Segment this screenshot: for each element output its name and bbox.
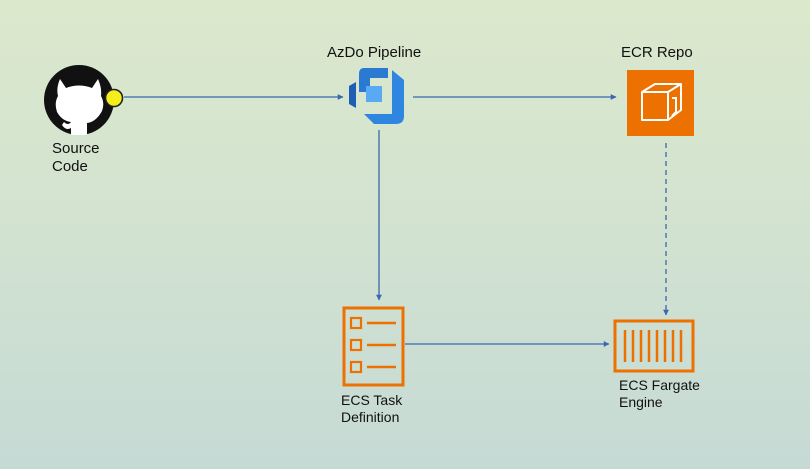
ecs-fargate-container-icon[interactable] bbox=[613, 319, 695, 373]
fargate-label-line1: ECS Fargate bbox=[619, 377, 700, 393]
task-definition-label: ECS Task Definition bbox=[341, 392, 402, 426]
source-label-line2: Code bbox=[52, 158, 88, 175]
aws-ecr-repository-icon[interactable] bbox=[627, 70, 694, 136]
fargate-label-line2: Engine bbox=[619, 393, 663, 410]
task-definition-label-line2: Definition bbox=[341, 408, 400, 425]
ecr-label: ECR Repo bbox=[621, 44, 693, 61]
github-icon[interactable] bbox=[44, 65, 124, 135]
azure-devops-pipelines-icon[interactable] bbox=[349, 68, 404, 124]
pipeline-label: AzDo Pipeline bbox=[327, 44, 422, 61]
source-label-line1: Source bbox=[52, 140, 100, 157]
fargate-label: ECS Fargate Engine bbox=[619, 377, 700, 411]
ecs-task-definition-icon[interactable] bbox=[342, 306, 405, 387]
edges bbox=[124, 94, 669, 347]
source-code-label: Source Code bbox=[52, 140, 100, 176]
status-dot bbox=[104, 88, 124, 108]
task-definition-label-line1: ECS Task bbox=[341, 392, 403, 408]
